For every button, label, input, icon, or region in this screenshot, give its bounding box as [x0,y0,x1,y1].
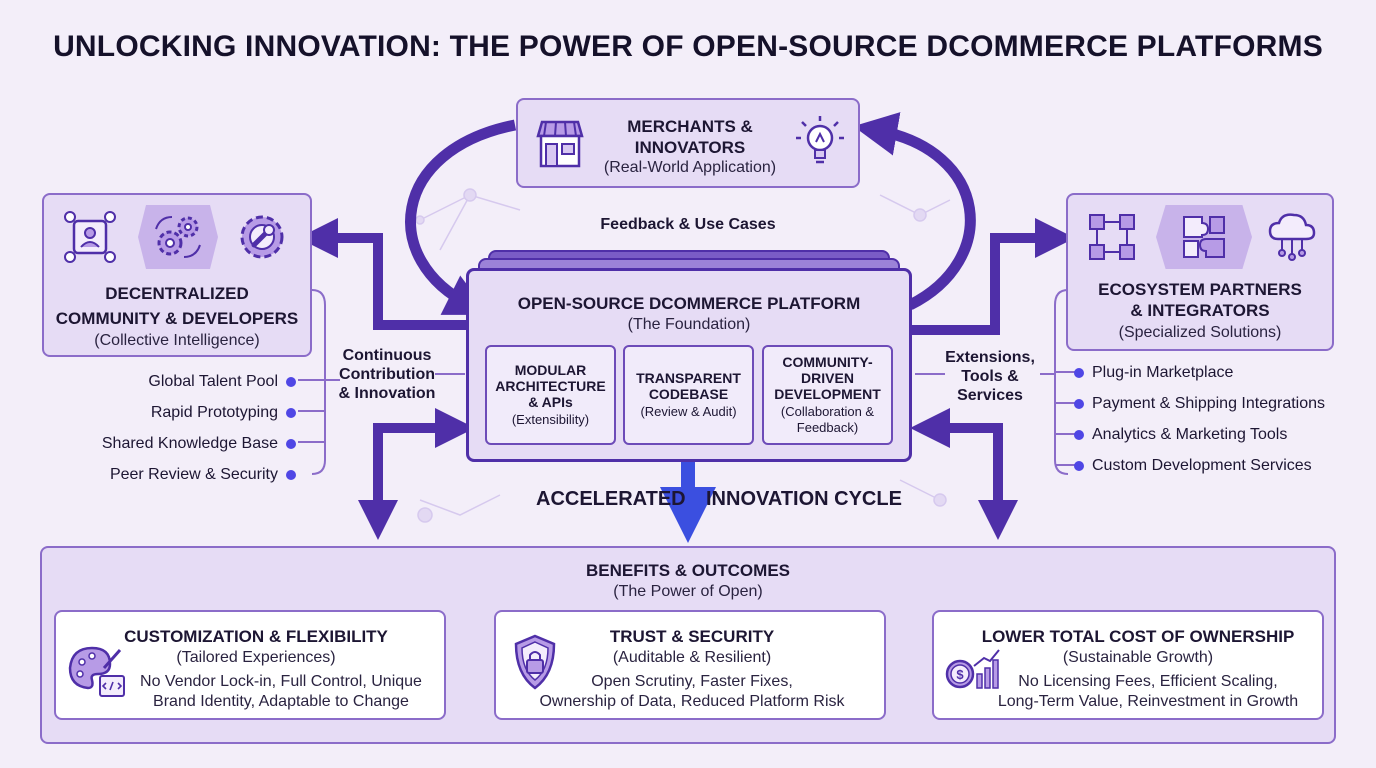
list-item: Peer Review & Security [60,459,296,490]
ecosystem-subtitle: (Specialized Solutions) [1118,324,1282,341]
list-item: Custom Development Services [1074,450,1370,481]
bullet-icon [1074,429,1084,440]
list-item: Plug-in Marketplace [1074,357,1370,388]
loop-arrow-left [405,119,517,315]
card2-heading: TRUST & SECURITY [609,627,775,646]
svg-text:$: $ [956,667,964,682]
list-item: Global Talent Pool [60,366,296,397]
merchants-box: MERCHANTS & INNOVATORS (Real-World Appli… [516,98,860,188]
bullet-icon [1074,460,1084,471]
cloud-network-icon [1268,213,1316,261]
ecosystem-box: ECOSYSTEM PARTNERS & INTEGRATORS (Specia… [1066,193,1334,351]
lightbulb-icon [796,116,844,164]
platform-heading: OPEN-SOURCE DCOMMERCE PLATFORM [517,294,861,313]
list-item: Payment & Shipping Integrations [1074,388,1370,419]
merchants-heading-1: MERCHANTS & [627,117,753,136]
bullet-icon [286,407,296,418]
card1-body: No Vendor Lock-in, Full Control, Unique … [140,673,422,710]
community-list: Global Talent Pool Rapid Prototyping Sha… [60,366,296,490]
module-community-driven: COMMUNITY- DRIVEN DEVELOPMENT (Collabora… [762,345,893,445]
network-people-icon [64,211,116,263]
arrow-to-ecosystem [910,218,1075,335]
platform-box: OPEN-SOURCE DCOMMERCE PLATFORM (The Foun… [466,268,912,462]
community-heading-1: DECENTRALIZED [105,284,249,303]
list-item: Shared Knowledge Base [60,428,296,459]
card2-body: Open Scrutiny, Faster Fixes, Ownership o… [539,673,845,710]
benefits-subtitle: (The Power of Open) [613,583,763,600]
bullet-icon [1074,367,1084,378]
merchants-heading-2: INNOVATORS [634,138,746,157]
community-box: DECENTRALIZED COMMUNITY & DEVELOPERS (Co… [42,193,312,357]
cycle-label-right: INNOVATION CYCLE [706,488,902,510]
card3-body: No Licensing Fees, Efficient Scaling, Lo… [997,673,1299,710]
benefits-heading: BENEFITS & OUTCOMES [585,561,790,580]
feedback-label: Feedback & Use Cases [600,216,776,233]
card3-subtitle: (Sustainable Growth) [1062,649,1214,666]
shield-lock-icon [514,634,556,690]
list-item: Rapid Prototyping [60,397,296,428]
arrow-to-benefits-right [925,423,1018,540]
bullet-icon [1074,398,1084,409]
puzzle-icon [1183,216,1225,258]
merchants-subtitle: (Real-World Application) [603,159,777,176]
bullet-icon [286,469,296,480]
palette-code-icon [68,646,125,697]
list-item: Analytics & Marketing Tools [1074,419,1370,450]
card1-subtitle: (Tailored Experiences) [176,649,336,666]
ecosystem-heading-2: & INTEGRATORS [1130,301,1270,320]
ecosystem-list: Plug-in Marketplace Payment & Shipping I… [1074,357,1370,481]
contribution-label: Continuous Contribution & Innovation [338,347,436,402]
community-heading-2: COMMUNITY & DEVELOPERS [55,309,299,328]
card2-subtitle: (Auditable & Resilient) [612,649,772,666]
cycle-label-left: ACCELERATED [536,488,686,510]
ecosystem-heading-1: ECOSYSTEM PARTNERS [1098,280,1302,299]
module-modular-architecture: MODULAR ARCHITECTURE & APIs (Extensibili… [485,345,616,445]
benefits-box: BENEFITS & OUTCOMES (The Power of Open) … [40,546,1336,744]
arrow-to-community [298,218,470,330]
module-transparent-codebase: TRANSPARENT CODEBASE (Review & Audit) [623,345,754,445]
extensions-label: Extensions, Tools & Services [945,349,1035,404]
benefit-card-cost: $ LOWER TOTAL COST OF OWNERSHIP (Sustain… [932,610,1324,720]
arrow-to-benefits-left [358,423,460,540]
storefront-icon [536,120,584,168]
page-title: UNLOCKING INNOVATION: THE POWER OF OPEN-… [53,30,1323,63]
benefit-card-customization: CUSTOMIZATION & FLEXIBILITY (Tailored Ex… [54,610,446,720]
wrench-gear-icon [240,215,284,259]
cubes-icon [1089,214,1135,260]
card1-heading: CUSTOMIZATION & FLEXIBILITY [124,627,388,646]
bullet-icon [286,376,296,387]
gears-icon [155,216,201,258]
bullet-icon [286,438,296,449]
platform-subtitle: (The Foundation) [627,316,751,333]
community-subtitle: (Collective Intelligence) [94,332,260,349]
card3-heading: LOWER TOTAL COST OF OWNERSHIP [981,627,1295,646]
benefit-card-trust: TRUST & SECURITY (Auditable & Resilient)… [494,610,886,720]
coin-growth-icon: $ [945,649,1000,689]
loop-arrow-right [853,112,976,310]
